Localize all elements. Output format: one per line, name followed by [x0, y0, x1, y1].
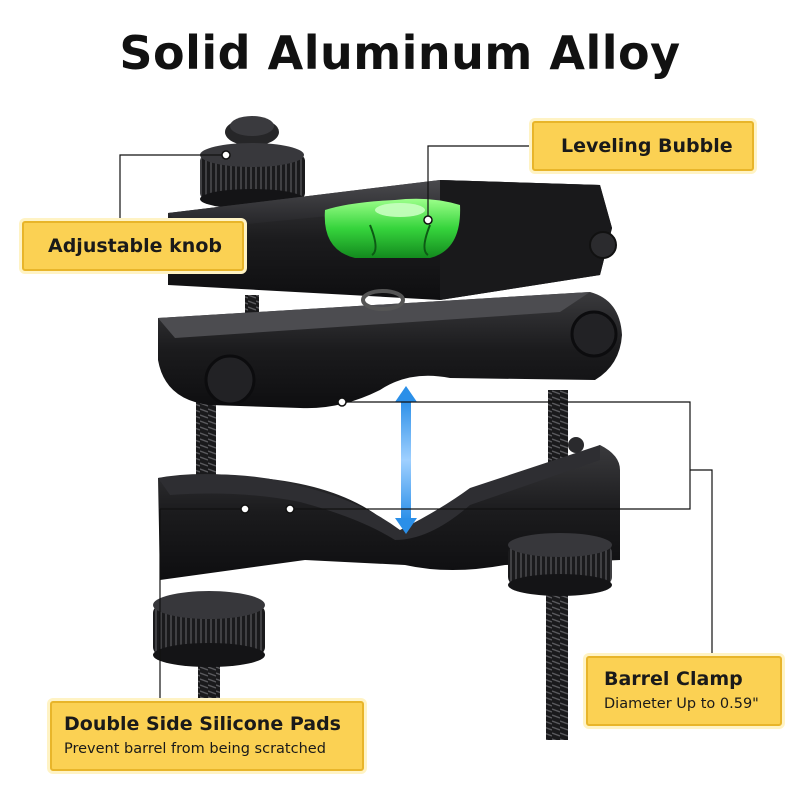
clamp-direction-arrow	[395, 386, 417, 534]
barrel-clamp-subtext: Diameter Up to 0.59"	[604, 696, 759, 712]
callout-dots	[221, 150, 433, 514]
bottom-knobs	[153, 533, 612, 667]
silicone-pads-subtext: Prevent barrel from being scratched	[64, 741, 326, 757]
silicone-pads-label: Double Side Silicone Pads Prevent barrel…	[50, 701, 364, 771]
callout-lines	[119, 145, 713, 701]
lower-clamp-jaw	[158, 437, 620, 580]
silicone-pads-text: Double Side Silicone Pads	[64, 713, 341, 735]
adjustable-knob-text: Adjustable knob	[48, 235, 222, 257]
adjustable-knob	[200, 116, 305, 209]
barrel-clamp-label: Barrel Clamp Diameter Up to 0.59"	[586, 656, 782, 726]
adjustable-knob-label: Adjustable knob	[22, 221, 244, 271]
upper-clamp-jaw	[158, 289, 622, 409]
page-title: Solid Aluminum Alloy	[119, 26, 681, 80]
leveling-bubble-label: Leveling Bubble	[532, 121, 754, 171]
leveling-bubble	[324, 198, 461, 258]
leveling-bubble-text: Leveling Bubble	[561, 135, 733, 157]
barrel-clamp-text: Barrel Clamp	[604, 668, 743, 690]
